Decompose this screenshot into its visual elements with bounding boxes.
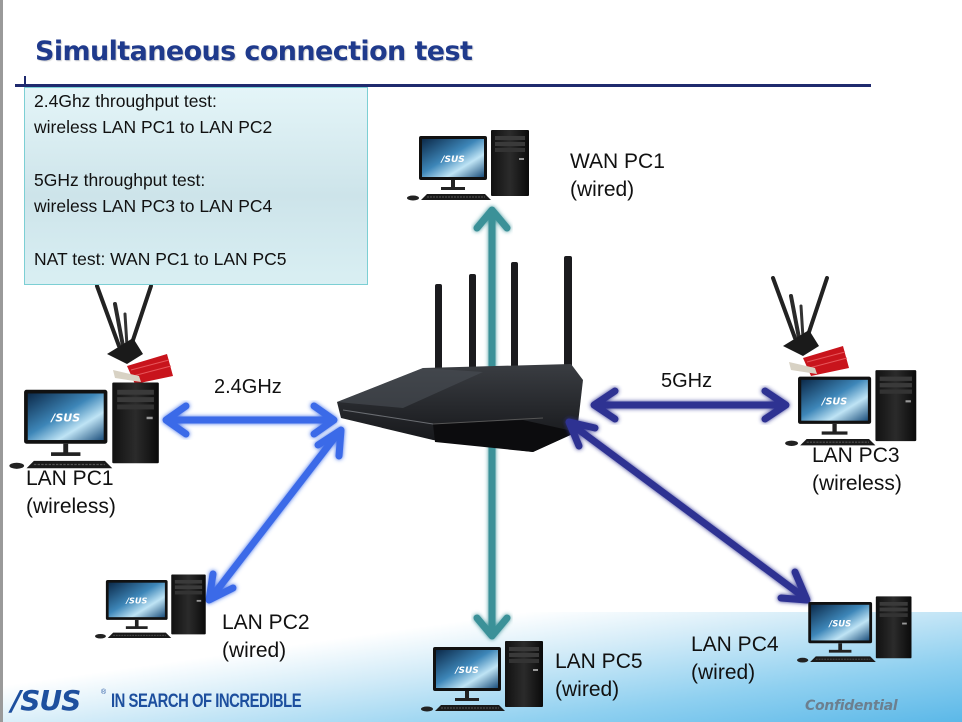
wan-pc1-name: WAN PC1 — [570, 150, 665, 173]
lan-pc4-icon — [797, 595, 912, 663]
lan-pc5-label: LAN PC5 (wired) — [555, 648, 643, 704]
link-5ghz-lan-pc3 — [590, 387, 790, 423]
wifi-adapter-icon-pc1 — [95, 284, 175, 386]
title-rule — [15, 84, 871, 87]
network-diagram: /SUS — [9, 129, 917, 713]
lan-pc1-icon — [9, 381, 160, 470]
lan-pc5-icon — [421, 640, 544, 713]
lan-pc2-label: LAN PC2 (wired) — [222, 609, 310, 665]
lan-pc5-type: (wired) — [555, 678, 620, 701]
registered-mark: ® — [101, 689, 107, 696]
lan-pc4-name: LAN PC4 — [691, 633, 779, 656]
lan-pc2-type: (wired) — [222, 639, 287, 662]
lan-pc3-type: (wireless) — [812, 472, 902, 495]
wan-pc1-icon — [407, 129, 530, 201]
info-line: NAT test: WAN PC1 to LAN PC5 — [34, 249, 287, 269]
lan-pc4-type: (wired) — [691, 661, 756, 684]
lan-pc2-name: LAN PC2 — [222, 611, 310, 634]
lan-pc3-icon — [785, 369, 917, 447]
test-description-box: 2.4Ghz throughput test: wireless LAN PC1… — [24, 87, 368, 285]
lan-pc2-icon — [95, 574, 207, 639]
info-line: 2.4Ghz throughput test: — [34, 91, 217, 111]
link-24ghz-lan-pc1 — [162, 402, 338, 438]
confidential-label: Confidential — [805, 698, 898, 714]
wifi-adapter-icon-pc3 — [771, 276, 851, 378]
lan-pc1-name: LAN PC1 — [26, 467, 114, 490]
wireless-router-icon — [337, 256, 583, 452]
lan-pc1-type: (wireless) — [26, 495, 116, 518]
info-line: wireless LAN PC3 to LAN PC4 — [34, 196, 273, 216]
info-line: 5GHz throughput test: — [34, 170, 206, 190]
lan-pc1-label: LAN PC1 (wireless) — [26, 465, 116, 521]
brand-tagline: IN SEARCH OF INCREDIBLE — [111, 691, 302, 712]
band-label-24ghz: 2.4GHz — [214, 376, 282, 398]
wan-pc1-label: WAN PC1 (wired) — [570, 148, 665, 204]
wan-pc1-type: (wired) — [570, 178, 635, 201]
link-24ghz-lan-pc2 — [205, 426, 345, 604]
title-rule-tick — [24, 76, 26, 90]
lan-pc3-label: LAN PC3 (wireless) — [812, 442, 902, 498]
slide-title: Simultaneous connection test — [35, 36, 473, 67]
link-5ghz-lan-pc4 — [565, 418, 811, 604]
lan-pc4-label: LAN PC4 (wired) — [691, 631, 779, 687]
lan-pc5-name: LAN PC5 — [555, 650, 643, 673]
asus-logo: /SUS — [11, 684, 81, 717]
info-line: wireless LAN PC1 to LAN PC2 — [34, 117, 273, 137]
band-label-5ghz: 5GHz — [661, 370, 713, 392]
lan-pc3-name: LAN PC3 — [812, 444, 900, 467]
